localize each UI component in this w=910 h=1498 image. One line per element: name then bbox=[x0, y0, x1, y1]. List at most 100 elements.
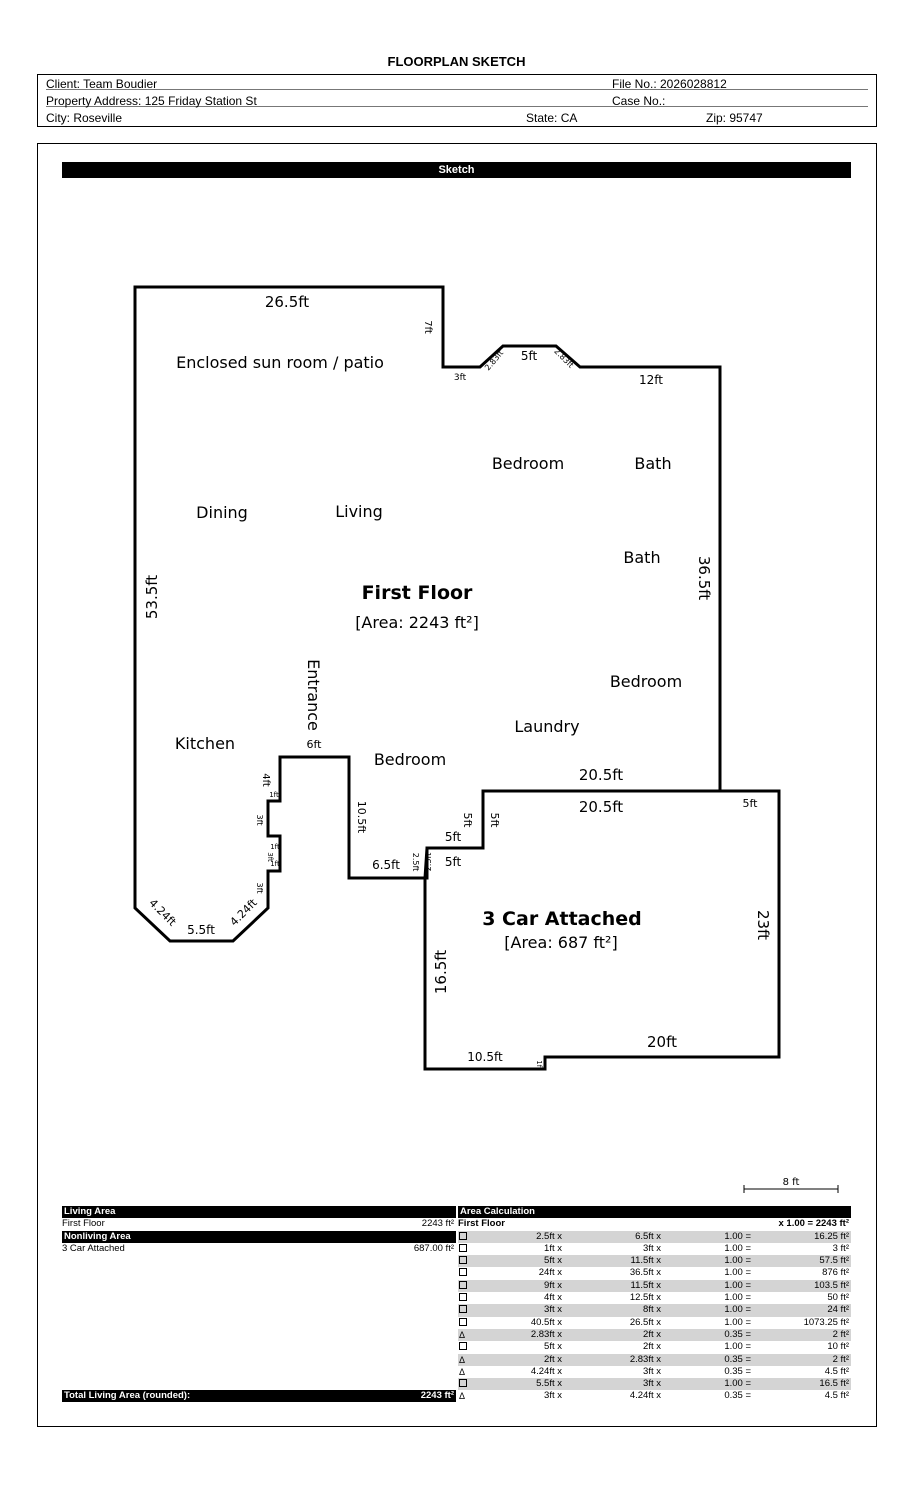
rectangle-icon bbox=[459, 1256, 467, 1265]
calc-dim-b: 4.24ft x bbox=[629, 1390, 661, 1402]
dim-label: 5ft bbox=[461, 813, 474, 829]
calc-dim-a: 5.5ft x bbox=[536, 1378, 562, 1390]
area-value: 687.00 ft² bbox=[413, 1242, 454, 1254]
dim-label: 7ft bbox=[422, 320, 433, 334]
header-info: Client: Team Boudier File No.: 2026028812… bbox=[37, 74, 877, 127]
calc-result: 4.5 ft² bbox=[824, 1365, 849, 1377]
floor-total: x 1.00 = 2243 ft² bbox=[778, 1218, 849, 1230]
calc-dim-b: 2.83ft x bbox=[629, 1353, 661, 1365]
triangle-icon: Δ bbox=[459, 1366, 466, 1377]
calc-factor: 1.00 = bbox=[724, 1316, 751, 1328]
area-calculation-header: Area Calculation bbox=[458, 1206, 851, 1219]
calc-dim-a: 2.83ft x bbox=[530, 1328, 562, 1340]
calc-dim-b: 3ft x bbox=[643, 1242, 661, 1254]
calc-result: 2 ft² bbox=[832, 1353, 849, 1365]
dim-label: 1ft bbox=[535, 1060, 543, 1070]
dim-label: 36.5ft bbox=[695, 556, 713, 600]
rectangle-icon bbox=[459, 1379, 467, 1388]
calc-dim-a: 4ft x bbox=[544, 1292, 562, 1304]
room-label: Bedroom bbox=[610, 672, 682, 691]
calc-factor: 1.00 = bbox=[724, 1341, 751, 1353]
dim-label: 20.5ft bbox=[579, 798, 623, 816]
garage-area: [Area: 687 ft²] bbox=[504, 933, 617, 952]
dim-label: 3ft bbox=[255, 815, 264, 826]
floor-name: First Floor bbox=[362, 582, 473, 604]
calc-dim-a: 1ft x bbox=[544, 1242, 562, 1254]
total-label: Total Living Area (rounded): bbox=[64, 1390, 191, 1402]
state: State: CA bbox=[526, 111, 578, 125]
calc-dim-b: 2ft x bbox=[643, 1341, 661, 1353]
dim-label: 23ft bbox=[754, 910, 772, 940]
area-value: 2243 ft² bbox=[421, 1218, 454, 1230]
sketch-bar: Sketch bbox=[62, 162, 851, 178]
garage-outline bbox=[423, 789, 781, 1071]
floor-area: [Area: 2243 ft²] bbox=[355, 613, 479, 632]
dim-label: 5ft bbox=[488, 813, 501, 829]
calc-dim-a: 24ft x bbox=[538, 1267, 562, 1279]
calc-factor: 0.35 = bbox=[724, 1390, 751, 1402]
dim-label: 5.5ft bbox=[187, 923, 215, 937]
sketch-frame bbox=[37, 143, 877, 1427]
rectangle-icon bbox=[459, 1305, 467, 1314]
calc-result: 876 ft² bbox=[822, 1267, 849, 1279]
first-floor-outline bbox=[133, 285, 722, 943]
calc-result: 1073.25 ft² bbox=[803, 1316, 849, 1328]
calc-dim-a: 5ft x bbox=[544, 1341, 562, 1353]
room-label: Enclosed sun room / patio bbox=[176, 353, 384, 372]
area-calculation: Area Calculation First Floor x 1.00 = 224… bbox=[458, 1206, 851, 1403]
dim-label: 5ft bbox=[445, 855, 462, 869]
file-no: File No.: 2026028812 bbox=[612, 77, 727, 91]
room-label: Living bbox=[335, 502, 383, 521]
dim-label: 5ft bbox=[445, 830, 462, 844]
calc-factor: 0.35 = bbox=[724, 1365, 751, 1377]
room-label: Bedroom bbox=[374, 750, 446, 769]
room-label: Laundry bbox=[514, 717, 579, 736]
dim-label: 1ft bbox=[270, 843, 280, 851]
calc-result: 16.25 ft² bbox=[814, 1230, 849, 1242]
calc-factor: 1.00 = bbox=[724, 1304, 751, 1316]
room-label: Bath bbox=[634, 454, 671, 473]
triangle-icon: Δ bbox=[459, 1354, 466, 1365]
room-label: Bath bbox=[623, 548, 660, 567]
calc-dim-b: 11.5ft x bbox=[630, 1279, 661, 1291]
dim-label: 2.5ft bbox=[424, 853, 433, 872]
calc-factor: 1.00 = bbox=[724, 1279, 751, 1291]
calc-dim-a: 5ft x bbox=[544, 1255, 562, 1267]
total-value: 2243 ft² bbox=[420, 1390, 454, 1402]
calc-dim-a: 9ft x bbox=[544, 1279, 562, 1291]
dim-label: 1ft bbox=[269, 791, 279, 799]
dim-label: 10.5ft bbox=[355, 801, 368, 834]
calc-result: 2 ft² bbox=[832, 1328, 849, 1340]
triangle-icon: Δ bbox=[459, 1391, 466, 1402]
calc-dim-b: 6.5ft x bbox=[635, 1230, 661, 1242]
room-label: Kitchen bbox=[175, 734, 235, 753]
area-name: First Floor bbox=[62, 1218, 105, 1230]
floor-name: First Floor bbox=[458, 1218, 505, 1230]
calc-factor: 0.35 = bbox=[724, 1328, 751, 1340]
total-living-area: Total Living Area (rounded): 2243 ft² bbox=[62, 1390, 456, 1403]
nonliving-area-header: Nonliving Area bbox=[62, 1230, 456, 1243]
dim-label: 5ft bbox=[743, 797, 759, 810]
garage-name: 3 Car Attached bbox=[482, 908, 642, 930]
calc-dim-a: 2ft x bbox=[544, 1353, 562, 1365]
dim-label: 3ft bbox=[454, 373, 467, 383]
dim-label: 20.5ft bbox=[579, 766, 623, 784]
calc-dim-b: 8ft x bbox=[643, 1304, 661, 1316]
calc-result: 16.5 ft² bbox=[819, 1378, 849, 1390]
calc-dim-a: 3ft x bbox=[544, 1390, 562, 1402]
rectangle-icon bbox=[459, 1280, 467, 1289]
calc-result: 10 ft² bbox=[827, 1341, 849, 1353]
calc-result: 57.5 ft² bbox=[819, 1255, 849, 1267]
client: Client: Team Boudier bbox=[46, 77, 158, 91]
calc-dim-b: 11.5ft x bbox=[630, 1255, 661, 1267]
floorplan-sketch: 8 ft 26.5ft 7ft Enclosed sun room / pati… bbox=[133, 285, 839, 1193]
dim-label: 2.5ft bbox=[411, 853, 420, 872]
calc-result: 3 ft² bbox=[832, 1242, 849, 1254]
